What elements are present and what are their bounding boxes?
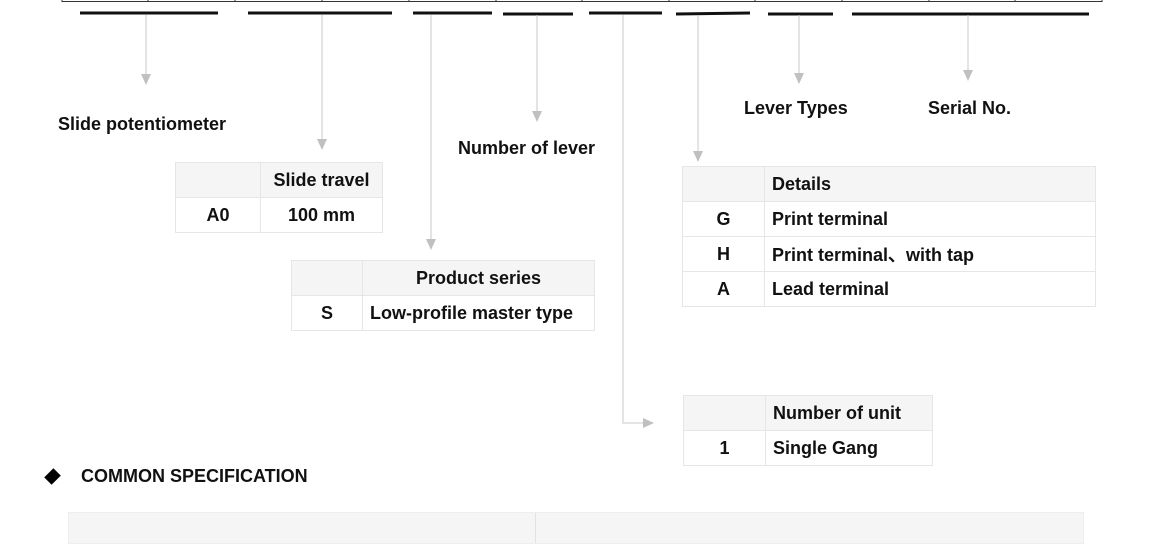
arrow-down-icon xyxy=(426,239,436,250)
arrow-down-icon xyxy=(317,139,327,150)
arrow-down-icon xyxy=(532,111,542,122)
label-lever-types: Lever Types xyxy=(744,98,848,118)
arrow-right-icon xyxy=(643,418,654,428)
section-title: COMMON SPECIFICATION xyxy=(81,466,308,486)
label-slide-potentiometer: Slide potentiometer xyxy=(58,114,227,134)
spec-table-header xyxy=(68,512,1084,544)
arrow-down-icon xyxy=(963,70,973,81)
underlines xyxy=(80,11,1089,16)
arrow-down-icon xyxy=(693,151,703,162)
arrow-down-icon xyxy=(141,74,151,85)
column-divider xyxy=(535,513,536,543)
diamond-icon xyxy=(44,468,61,485)
section-heading: COMMON SPECIFICATION xyxy=(44,466,308,487)
arrows xyxy=(145,15,969,424)
label-number-of-lever: Number of lever xyxy=(458,138,596,158)
arrow-down-icon xyxy=(794,73,804,84)
code-diagram-lines xyxy=(61,0,1103,428)
code-boxes xyxy=(61,0,1103,2)
label-serial-no: Serial No. xyxy=(928,98,1012,118)
